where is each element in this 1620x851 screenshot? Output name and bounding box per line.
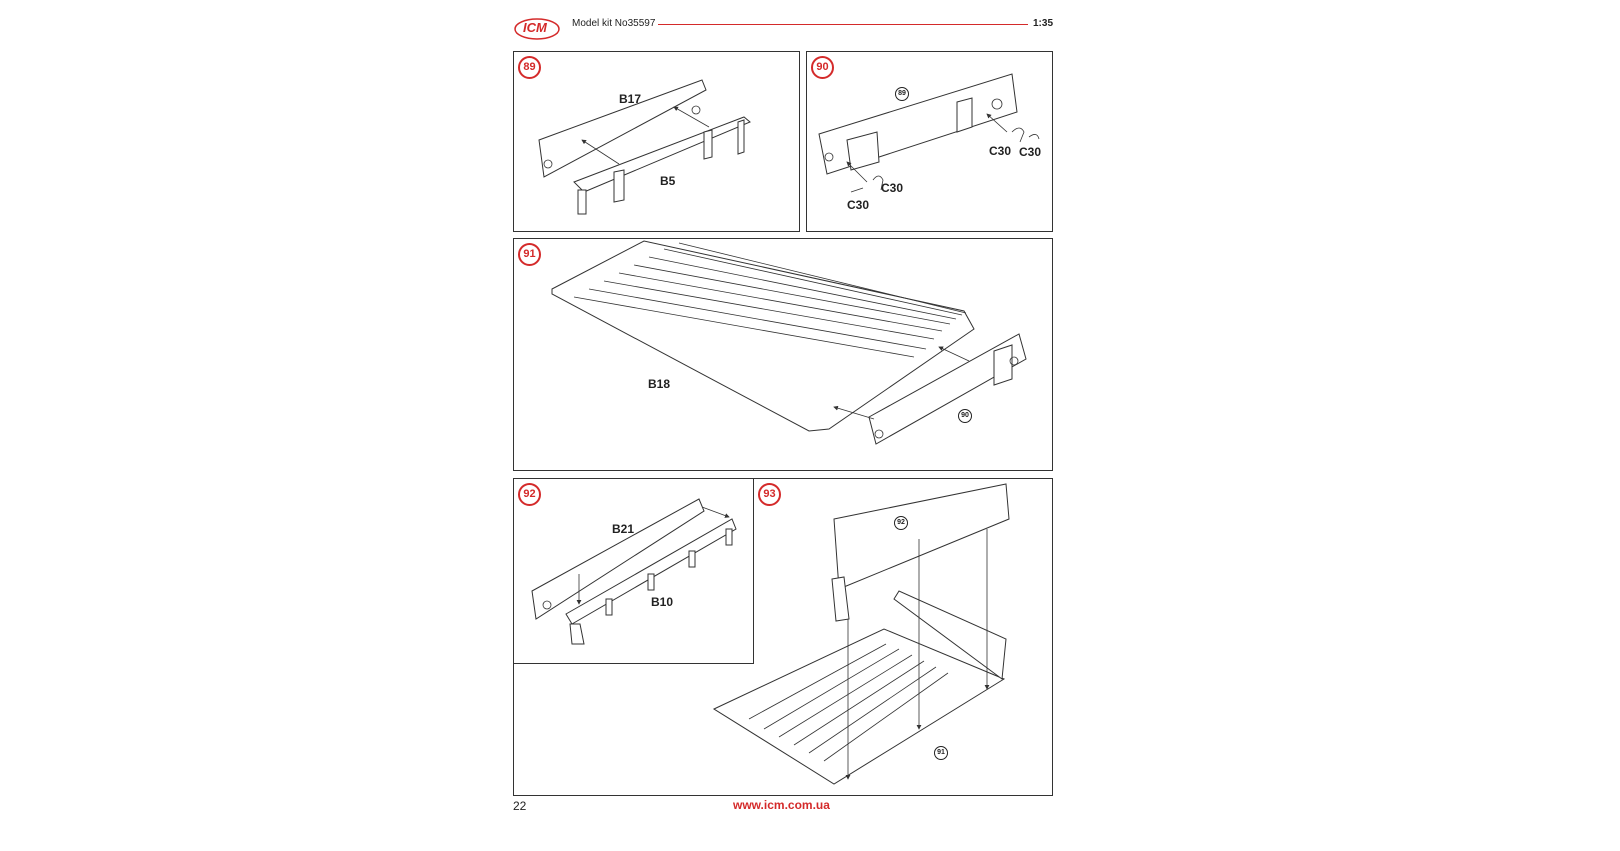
header-rule (658, 24, 1028, 25)
part-label-b10: B10 (651, 595, 674, 609)
ref-step-92: 92 (894, 516, 908, 530)
ref-step-91: 91 (934, 746, 948, 760)
step-number: 89 (518, 56, 541, 79)
step-92-panel: 92 B21 B10 (513, 478, 754, 664)
step-number: 90 (811, 56, 834, 79)
part-label-c30: C30 (1019, 145, 1042, 159)
ref-step-89: 89 (895, 87, 909, 101)
step-number: 93 (758, 483, 781, 506)
part-label-c30: C30 (847, 198, 870, 212)
page-number: 22 (513, 799, 527, 813)
icm-logo: ICM (513, 14, 565, 44)
part-label-b21: B21 (612, 522, 635, 536)
step-number: 92 (518, 483, 541, 506)
step-91-panel: 91 B18 90 (513, 238, 1053, 471)
svg-text:ICM: ICM (523, 20, 548, 35)
part-label-c30: C30 (989, 144, 1012, 158)
part-label-b17: B17 (619, 92, 642, 106)
step-90-panel: 90 89 C30 C30 C30 C30 (806, 51, 1053, 232)
kit-title: Model kit No35597 (572, 18, 656, 29)
part-label-b18: B18 (648, 377, 671, 391)
part-label-c30: C30 (881, 181, 904, 195)
website-link[interactable]: www.icm.com.ua (733, 798, 830, 812)
step-number: 91 (518, 243, 541, 266)
scale-label: 1:35 (1033, 18, 1054, 29)
ref-step-90: 90 (958, 409, 972, 423)
step-89-panel: 89 B17 B5 (513, 51, 800, 232)
part-label-b5: B5 (660, 174, 676, 188)
